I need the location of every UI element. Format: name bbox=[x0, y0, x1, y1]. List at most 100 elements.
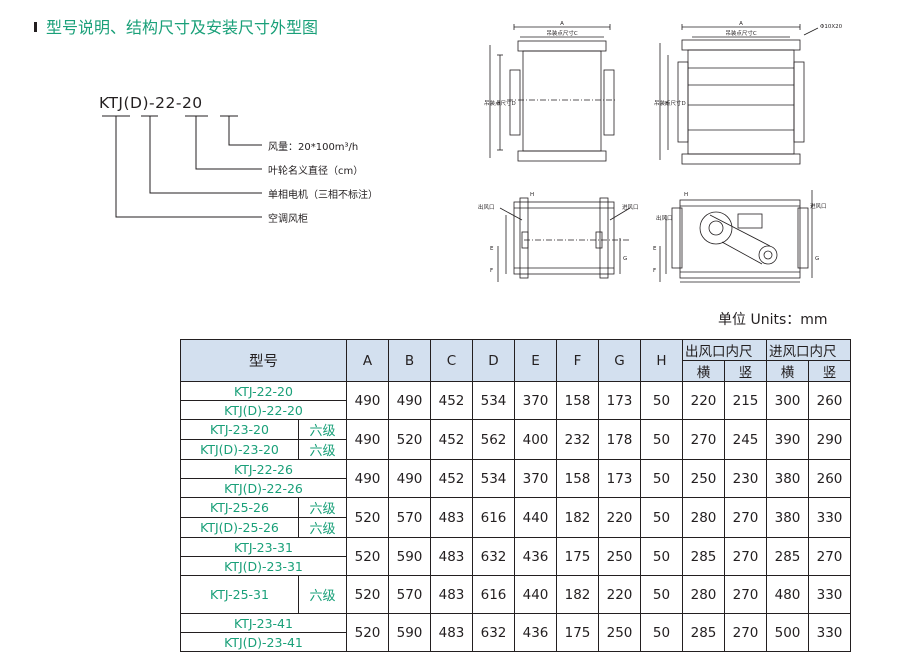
dimension-drawings: A 吊装点尺寸C B 吊装点尺寸D A 吊装点尺寸C B 吊装点尺寸D Φ10X… bbox=[478, 21, 843, 283]
page-title: 型号说明、结构尺寸及安装尺寸外型图 bbox=[46, 18, 319, 37]
value-cell: 285 bbox=[682, 537, 725, 576]
value-cell: 490 bbox=[388, 381, 431, 420]
value-cell: 178 bbox=[598, 419, 641, 460]
legend-air-cabinet: 空调风柜 bbox=[268, 214, 308, 225]
value-cell: 452 bbox=[430, 459, 473, 498]
model-name-cell: KTJ-22-26 bbox=[180, 459, 347, 479]
value-cell: 440 bbox=[514, 575, 557, 614]
value-cell: 270 bbox=[682, 419, 725, 460]
value-cell: 182 bbox=[556, 575, 599, 614]
dim-e-label: E bbox=[490, 246, 494, 252]
legend-single-phase-motor: 单相电机（三相不标注） bbox=[268, 190, 378, 201]
value-cell: 436 bbox=[514, 613, 557, 652]
value-cell: 436 bbox=[514, 537, 557, 576]
value-cell: 280 bbox=[682, 575, 725, 614]
value-cell: 230 bbox=[724, 459, 767, 498]
value-cell: 616 bbox=[472, 497, 515, 538]
value-cell: 182 bbox=[556, 497, 599, 538]
model-name-cell: KTJ-25-26 bbox=[180, 497, 299, 518]
value-cell: 490 bbox=[346, 459, 389, 498]
value-cell: 260 bbox=[808, 459, 851, 498]
noise-level-cell: 六级 bbox=[298, 439, 347, 460]
model-name-cell: KTJ-25-31 bbox=[180, 575, 299, 614]
value-cell: 483 bbox=[430, 537, 473, 576]
value-cell: 50 bbox=[640, 381, 683, 420]
model-header: 型号 bbox=[180, 339, 347, 382]
col-c-header: C bbox=[430, 339, 473, 382]
value-cell: 245 bbox=[724, 419, 767, 460]
outlet-size-header: 出风口内尺 bbox=[682, 339, 767, 361]
title-marker bbox=[34, 22, 37, 32]
dim-a-label: A bbox=[560, 21, 564, 27]
noise-level-cell: 六级 bbox=[298, 419, 347, 440]
value-cell: 232 bbox=[556, 419, 599, 460]
legend-leader-lines bbox=[102, 115, 262, 218]
value-cell: 220 bbox=[598, 575, 641, 614]
value-cell: 158 bbox=[556, 459, 599, 498]
value-cell: 562 bbox=[472, 419, 515, 460]
value-cell: 632 bbox=[472, 613, 515, 652]
value-cell: 490 bbox=[346, 419, 389, 460]
outlet-horizontal-header: 横 bbox=[682, 360, 725, 382]
value-cell: 270 bbox=[724, 497, 767, 538]
model-name-cell: KTJ-23-31 bbox=[180, 537, 347, 557]
bottom-left-view-drawing bbox=[497, 197, 631, 282]
inlet-label: 进风口 bbox=[622, 203, 639, 211]
col-e-header: E bbox=[514, 339, 557, 382]
side-view-drawing bbox=[659, 24, 819, 165]
value-cell: 380 bbox=[766, 459, 809, 498]
value-cell: 520 bbox=[346, 613, 389, 652]
outlet-label-side: 出风口 bbox=[656, 214, 673, 222]
value-cell: 50 bbox=[640, 575, 683, 614]
value-cell: 400 bbox=[514, 419, 557, 460]
dim-a-label-side: A bbox=[739, 21, 743, 27]
value-cell: 175 bbox=[556, 613, 599, 652]
value-cell: 370 bbox=[514, 381, 557, 420]
col-f-header: F bbox=[556, 339, 599, 382]
value-cell: 370 bbox=[514, 459, 557, 498]
model-name-cell: KTJ(D)-23-20 bbox=[180, 439, 299, 460]
value-cell: 390 bbox=[766, 419, 809, 460]
legend-impeller-diameter: 叶轮名义直径（cm） bbox=[268, 166, 364, 177]
value-cell: 285 bbox=[682, 613, 725, 652]
model-name-cell: KTJ-23-41 bbox=[180, 613, 347, 633]
dim-g-label: G bbox=[623, 256, 627, 262]
value-cell: 330 bbox=[808, 575, 851, 614]
dim-c-label-side: 吊装点尺寸C bbox=[725, 29, 757, 37]
value-cell: 483 bbox=[430, 613, 473, 652]
value-cell: 50 bbox=[640, 613, 683, 652]
value-cell: 520 bbox=[346, 497, 389, 538]
dim-d-label: 吊装点尺寸D bbox=[484, 99, 516, 107]
value-cell: 490 bbox=[346, 381, 389, 420]
model-name-cell: KTJ(D)-25-26 bbox=[180, 517, 299, 538]
inlet-horizontal-header: 横 bbox=[766, 360, 809, 382]
value-cell: 330 bbox=[808, 613, 851, 652]
model-name-cell: KTJ(D)-23-31 bbox=[180, 556, 347, 576]
col-d-header: D bbox=[472, 339, 515, 382]
value-cell: 483 bbox=[430, 575, 473, 614]
value-cell: 534 bbox=[472, 381, 515, 420]
noise-level-cell: 六级 bbox=[298, 517, 347, 538]
value-cell: 590 bbox=[388, 613, 431, 652]
value-cell: 490 bbox=[388, 459, 431, 498]
value-cell: 280 bbox=[682, 497, 725, 538]
value-cell: 520 bbox=[346, 575, 389, 614]
value-cell: 250 bbox=[598, 613, 641, 652]
hole-label: Φ10X20 bbox=[820, 24, 843, 30]
col-h-header: H bbox=[640, 339, 683, 382]
value-cell: 250 bbox=[682, 459, 725, 498]
value-cell: 270 bbox=[724, 613, 767, 652]
value-cell: 220 bbox=[598, 497, 641, 538]
value-cell: 270 bbox=[724, 537, 767, 576]
value-cell: 50 bbox=[640, 459, 683, 498]
noise-level-cell: 六级 bbox=[298, 497, 347, 518]
value-cell: 270 bbox=[808, 537, 851, 576]
value-cell: 520 bbox=[346, 537, 389, 576]
value-cell: 440 bbox=[514, 497, 557, 538]
inlet-label-side: 进风口 bbox=[810, 202, 827, 210]
